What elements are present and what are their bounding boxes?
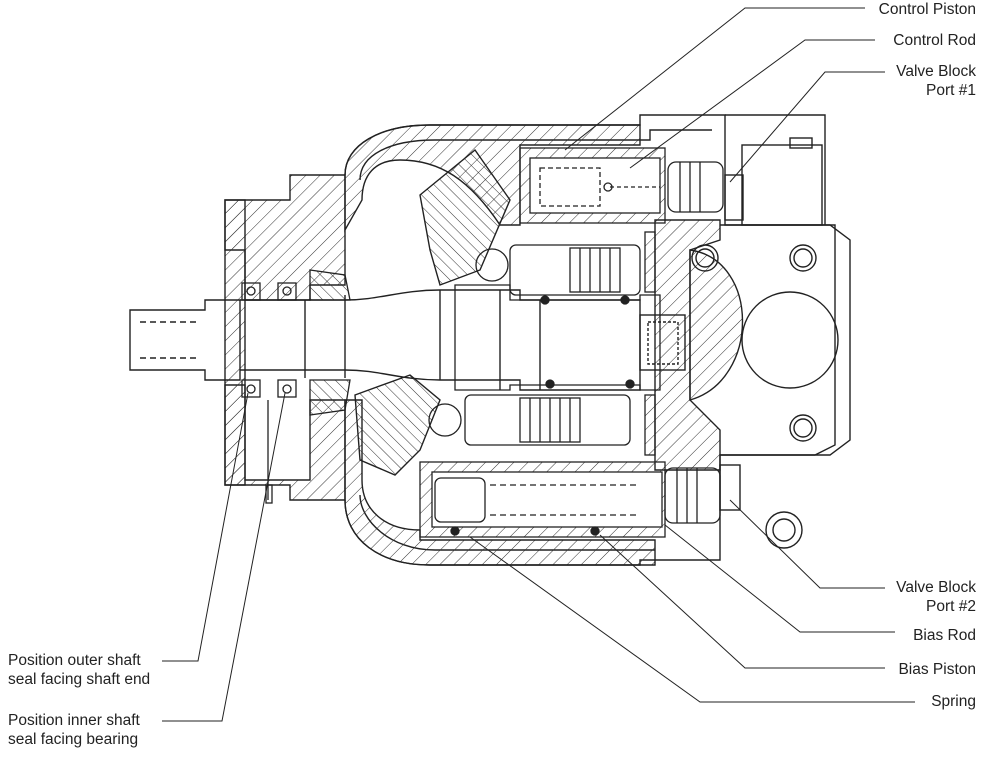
- leader-control-rod: [629, 39, 875, 169]
- lower-piston: [464, 394, 631, 446]
- valve-block-rear: [689, 249, 744, 401]
- leader-control-piston: [564, 7, 865, 151]
- pump-housing: [224, 114, 851, 566]
- label-control-rod: Control Rod: [893, 32, 976, 49]
- lower-port-nut: [719, 464, 741, 511]
- label-bias-rod: Bias Rod: [913, 627, 976, 644]
- leader-valve-block-port2: [729, 499, 885, 589]
- upper-piston-grooves: [569, 247, 621, 293]
- cylinder-barrel: [428, 231, 661, 456]
- leader-outer-seal: [162, 392, 249, 662]
- lower-housing-wall: [344, 399, 656, 566]
- upper-piston-ball: [475, 248, 509, 282]
- upper-port-nut: [724, 174, 744, 221]
- leader-bias-piston: [599, 534, 885, 669]
- drain-plug-inner: [772, 518, 796, 542]
- swashplate-lower: [354, 374, 441, 476]
- shaft-seals: [241, 282, 297, 504]
- bolt-hole-br-inner: [793, 418, 813, 438]
- bias-end-cap: [664, 467, 721, 524]
- shaft-spline-inner: [647, 321, 679, 365]
- bolt-hole-tr-inner: [793, 248, 813, 268]
- bolt-hole-tr: [789, 244, 817, 272]
- inner-seal-bottom: [277, 379, 297, 398]
- shaft-spline: [639, 314, 686, 371]
- outer-seal-bottom: [241, 379, 261, 398]
- bias-piston-body: [431, 471, 663, 528]
- drain-plug-outer: [765, 511, 803, 549]
- outer-seal-top: [241, 282, 261, 301]
- bearing-top: [309, 269, 351, 301]
- leader-spring: [469, 536, 915, 703]
- control-piston-assembly: [519, 147, 724, 224]
- control-piston-body: [529, 157, 661, 214]
- leader-inner-seal: [162, 392, 286, 722]
- label-inner-seal: Position inner shaft seal facing bearing: [8, 712, 140, 748]
- label-valve-block-port1: Valve Block Port #1: [896, 63, 976, 99]
- barrel-block: [454, 284, 661, 391]
- label-control-piston: Control Piston: [878, 1, 976, 18]
- drive-shaft: [129, 289, 686, 391]
- lower-piston-ball: [428, 403, 462, 437]
- label-outer-seal: Position outer shaft seal facing shaft e…: [8, 652, 151, 688]
- bias-rod: [434, 477, 486, 523]
- inner-seal-top: [277, 282, 297, 301]
- front-bearing: [309, 269, 351, 416]
- shaft-end: [129, 299, 241, 381]
- swashplate-upper: [419, 148, 511, 286]
- label-spring: Spring: [931, 693, 976, 710]
- bias-piston-assembly: [419, 461, 721, 538]
- bolt-hole-tl: [691, 244, 719, 272]
- label-valve-block-port2: Valve Block Port #2: [896, 579, 976, 615]
- flange-plate: [224, 199, 246, 486]
- control-piston-inner: [539, 167, 601, 207]
- leader-lines: [162, 7, 915, 722]
- upper-cap: [725, 114, 826, 225]
- bearing-bottom: [309, 379, 351, 416]
- upper-piston: [509, 244, 641, 296]
- upper-bolt: [789, 137, 813, 149]
- bolt-hole-br: [789, 414, 817, 442]
- leader-valve-block-port1: [729, 71, 885, 183]
- control-rod: [667, 161, 724, 213]
- label-bias-piston: Bias Piston: [898, 661, 976, 678]
- upper-port-plug: [741, 144, 823, 226]
- bolt-hole-tl-inner: [695, 248, 715, 268]
- rear-port-circle: [741, 291, 839, 389]
- leader-bias-rod: [664, 524, 895, 633]
